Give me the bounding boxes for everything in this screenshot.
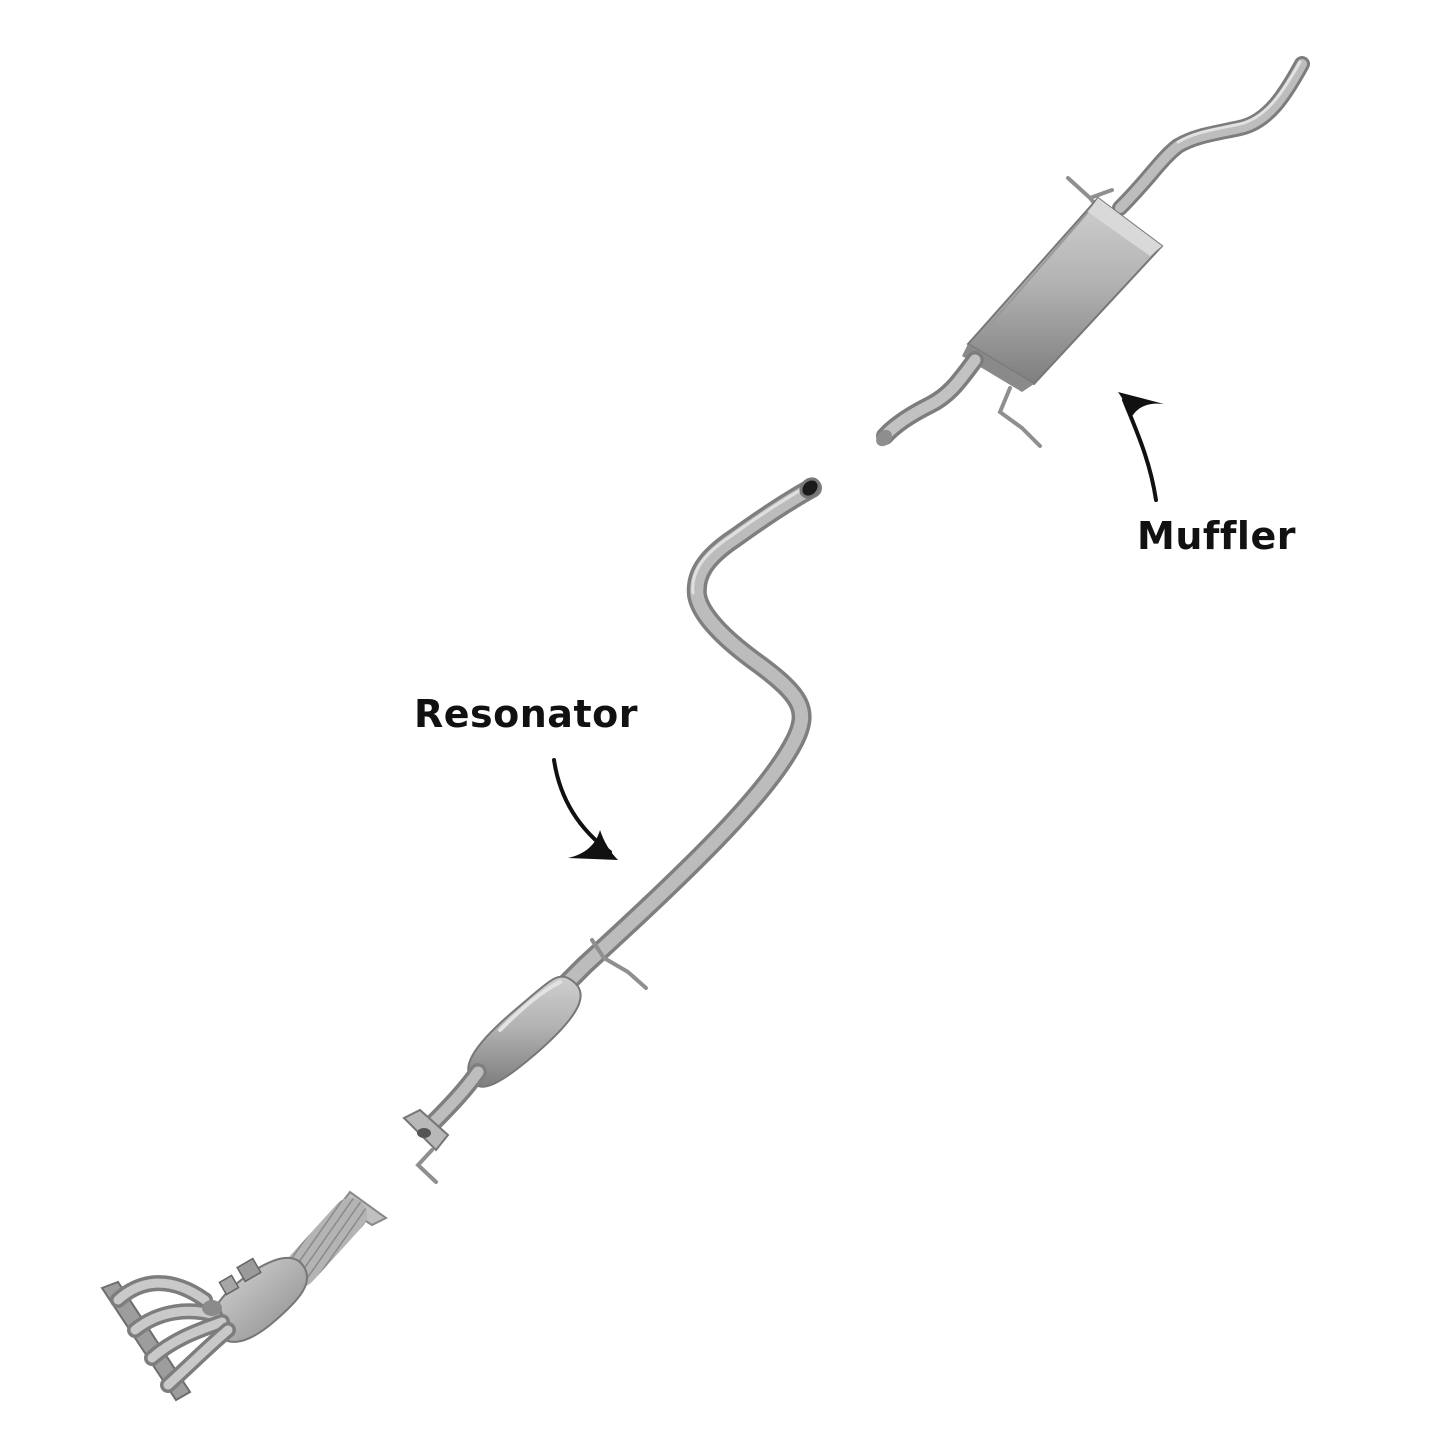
hanger-bracket-lower [1000, 388, 1040, 446]
muffler-arrow [1118, 392, 1164, 500]
exhaust-manifold [102, 1282, 228, 1400]
manifold-catalytic-assembly [102, 1192, 386, 1400]
muffler-body [962, 198, 1162, 392]
resonator-arrow [554, 760, 618, 860]
resonator-assembly [404, 475, 823, 1182]
muffler-assembly [873, 62, 1302, 449]
resonator-label: Resonator [414, 692, 638, 736]
intermediate-pipe [565, 488, 812, 985]
flange-hanger [418, 1150, 436, 1182]
flex-pipe [300, 1192, 386, 1270]
muffler-label: Muffler [1137, 514, 1296, 558]
